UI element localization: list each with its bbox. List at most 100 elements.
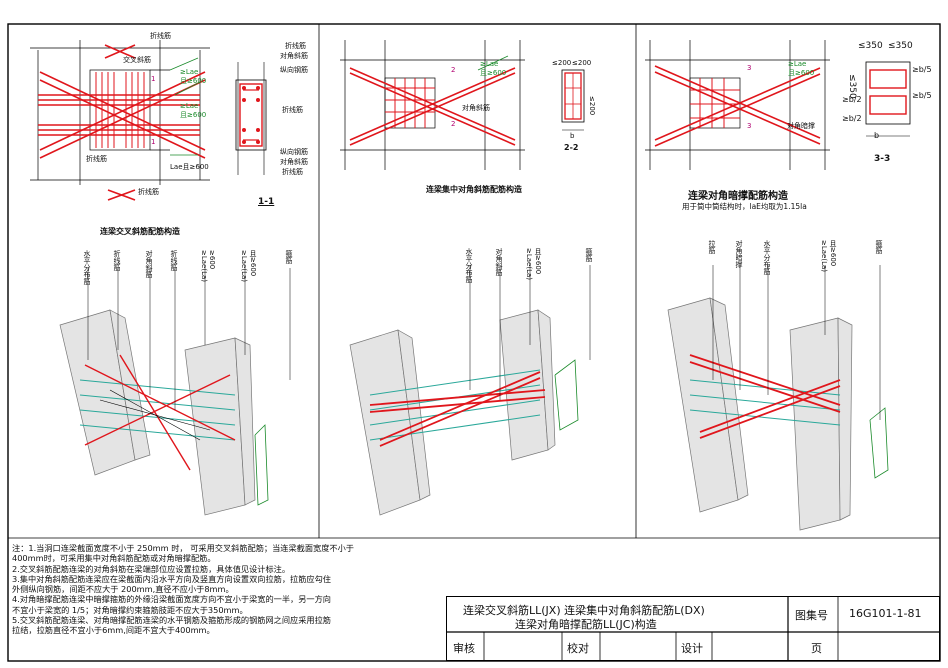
p1-label-zhexian-top: 折线筋 <box>150 32 171 40</box>
tb-title-line1: 连梁交叉斜筋LL(JX) 连梁集中对角斜筋配筋L(DX) <box>463 604 705 617</box>
note-line: 5.交叉斜筋配筋连梁、对角暗撑配筋连梁的水平钢筋及箍筋形成的钢筋网之间应采用拉筋 <box>12 615 331 626</box>
p2-iso-v3: ≥Lae(La) <box>525 248 533 281</box>
p1-label-lae2: ≥Lae <box>180 102 199 110</box>
p2-label-lae: ≥Lae <box>480 60 499 68</box>
p1-iso-v2: 折线筋 <box>113 250 121 271</box>
p1-iso-v6a: 且≥600 <box>249 250 257 277</box>
p1-iso-v1: 水平分布筋 <box>83 250 91 285</box>
p1-sec-dj2: 对角斜筋 <box>280 158 308 166</box>
p1-sec-zx2: 纵向钢筋 <box>280 148 308 156</box>
notes-block: 注：1.当洞口连梁截面宽度不小于 250mm 时， 可采用交叉斜筋配筋；当连梁截… <box>12 543 437 636</box>
panel1-rebars <box>38 44 206 201</box>
tb-check: 校对 <box>567 642 589 655</box>
p1-mark2: 1 <box>151 138 156 146</box>
p2-dim-s200a: ≤200 <box>552 59 572 67</box>
p3-mark2: 3 <box>747 122 752 130</box>
panel3-iso-bars <box>689 354 841 439</box>
p3-label-lae: ≥Lae <box>788 60 807 68</box>
panel1-section <box>235 62 267 175</box>
p1-section-name: 1-1 <box>258 197 275 207</box>
p1-label-zhexian-left: 折线筋 <box>86 155 107 163</box>
p3-iso-v4a: 且≥600 <box>829 240 837 267</box>
p3-dim-350c: ≤350 <box>847 74 857 99</box>
panel3-iso <box>667 297 853 531</box>
p2-dim-s200b: ≤200 <box>572 59 592 67</box>
p1-label-bottom-lae: Lae且≥600 <box>170 163 209 171</box>
p1-label-ge600b: 且≥600 <box>180 111 207 119</box>
note-line: 注：1.当洞口连梁截面宽度不小于 250mm 时， 可采用交叉斜筋配筋；当连梁截… <box>12 543 354 553</box>
panel3-iso-mesh <box>869 407 889 479</box>
p1-label-jiaocha: 交叉斜筋 <box>123 56 151 64</box>
p1-sec-dj: 对角斜筋 <box>280 52 308 60</box>
p2-label-dj: 对角斜筋 <box>462 104 490 112</box>
p2-iso-v3a: 且≥600 <box>534 248 542 275</box>
note-line: 3.集中对角斜筋配筋连梁应在梁截面内沿水平方向及竖直方向设置双向拉筋，拉筋应勾住 <box>12 573 331 584</box>
p1-sec-zx: 纵向钢筋 <box>280 66 308 74</box>
tb-atlas-no: 16G101-1-81 <box>849 607 922 620</box>
p2-title: 连梁集中对角斜筋配筋构造 <box>426 185 522 194</box>
outer-frame <box>7 23 941 662</box>
p3-iso-v3: 水平分布筋 <box>763 240 771 275</box>
p3-dim-b: b <box>874 131 880 140</box>
p1-iso-v3: 对角斜筋 <box>145 250 153 278</box>
tb-design: 设计 <box>681 642 703 655</box>
note-line: 拉结，拉筋直径不宜小于6mm,间距不宜大于400mm。 <box>12 625 215 636</box>
p1-iso-v6: ≥Lae(La) <box>240 250 248 283</box>
panel1-elevation <box>30 40 210 185</box>
p1-label-zhexian-bottom: 折线筋 <box>138 188 159 196</box>
p3-section-name: 3-3 <box>874 154 891 164</box>
p1-iso-v5a: ≥Lae(La) <box>200 250 208 283</box>
tb-atlas-label: 图集号 <box>795 609 828 622</box>
p3-dim-b2a: ≥b/2 <box>842 95 862 104</box>
p2-mark1: 2 <box>451 66 456 74</box>
panel2-rebars <box>349 67 516 146</box>
panel2-iso-mesh <box>554 359 579 431</box>
panel1-section-bars <box>242 86 260 144</box>
p3-iso-v2: 对角暗撑 <box>735 240 743 268</box>
p3-label-anchen: 对角暗撑 <box>787 122 815 130</box>
leader-lines <box>87 265 881 420</box>
p3-dim-350a: ≤350 <box>858 41 883 51</box>
p2-iso-v4: 箍筋 <box>585 248 593 262</box>
p3-dim-b2b: ≥b/2 <box>842 114 862 123</box>
panel1-iso <box>59 309 256 516</box>
panel3-section <box>865 61 911 137</box>
p2-mark2: 2 <box>451 120 456 128</box>
note-line: 外侧纵向钢筋，间距不应大于 200mm,直径不应小于8mm。 <box>12 584 234 595</box>
panel1-iso-bars <box>79 354 236 471</box>
p2-dim-b: b <box>570 132 575 140</box>
note-line: 4.对角暗撑配筋连梁中暗撑箍筋的外缘沿梁截面宽度方向不宜小于梁宽的一半，另一方向 <box>12 594 331 605</box>
p3-dim-350b: ≤350 <box>888 41 913 51</box>
p3-subtitle: 用于筒中筒结构时，laE均取为1.15la <box>682 202 807 211</box>
panel2-iso-bars <box>369 369 546 447</box>
panel1-iso-mesh <box>254 424 269 506</box>
tb-title-line2: 连梁对角暗撑配筋LL(JC)构造 <box>515 618 657 631</box>
p3-dim-b5b: ≥b/5 <box>912 91 932 100</box>
p1-mark1: 1 <box>151 75 156 83</box>
panel1-stirrups <box>95 72 145 148</box>
title-block-grid <box>446 596 940 661</box>
panel2-section <box>561 69 585 131</box>
note-line: 不宜小于梁宽的 1/5；对角暗撑约束箍筋肢距不应大于350mm。 <box>12 604 248 615</box>
panel3-elevation <box>645 40 830 170</box>
p3-dim-b5a: ≥b/5 <box>912 65 932 74</box>
panel3-rebars <box>654 65 821 147</box>
p2-label-ge600: 且≥600 <box>480 69 507 77</box>
p1-label-ge600a: 且≥600 <box>180 77 207 85</box>
panel1-dims <box>169 57 201 156</box>
p1-iso-v4: 折线筋 <box>170 250 178 271</box>
p3-iso-v1: 拉筋 <box>708 240 716 254</box>
panel2-dims <box>477 55 509 71</box>
title-block: 连梁交叉斜筋LL(JX) 连梁集中对角斜筋配筋L(DX) 连梁对角暗撑配筋LL(… <box>446 596 940 661</box>
p1-iso-v5: ≥600 <box>208 250 216 270</box>
p1-label-lae1: ≥Lae <box>180 68 199 76</box>
p3-iso-v5: 箍筋 <box>875 240 883 254</box>
p3-iso-v4: ≥Lae(La) <box>820 240 828 273</box>
panel2-elevation <box>340 40 525 170</box>
p1-sec-zhexian3: 折线筋 <box>282 168 303 176</box>
note-line: 400mm时，可采用集中对角斜筋配筋或对角暗撑配筋。 <box>12 553 216 564</box>
p3-mark1: 3 <box>747 64 752 72</box>
p2-section-name: 2-2 <box>564 143 579 152</box>
